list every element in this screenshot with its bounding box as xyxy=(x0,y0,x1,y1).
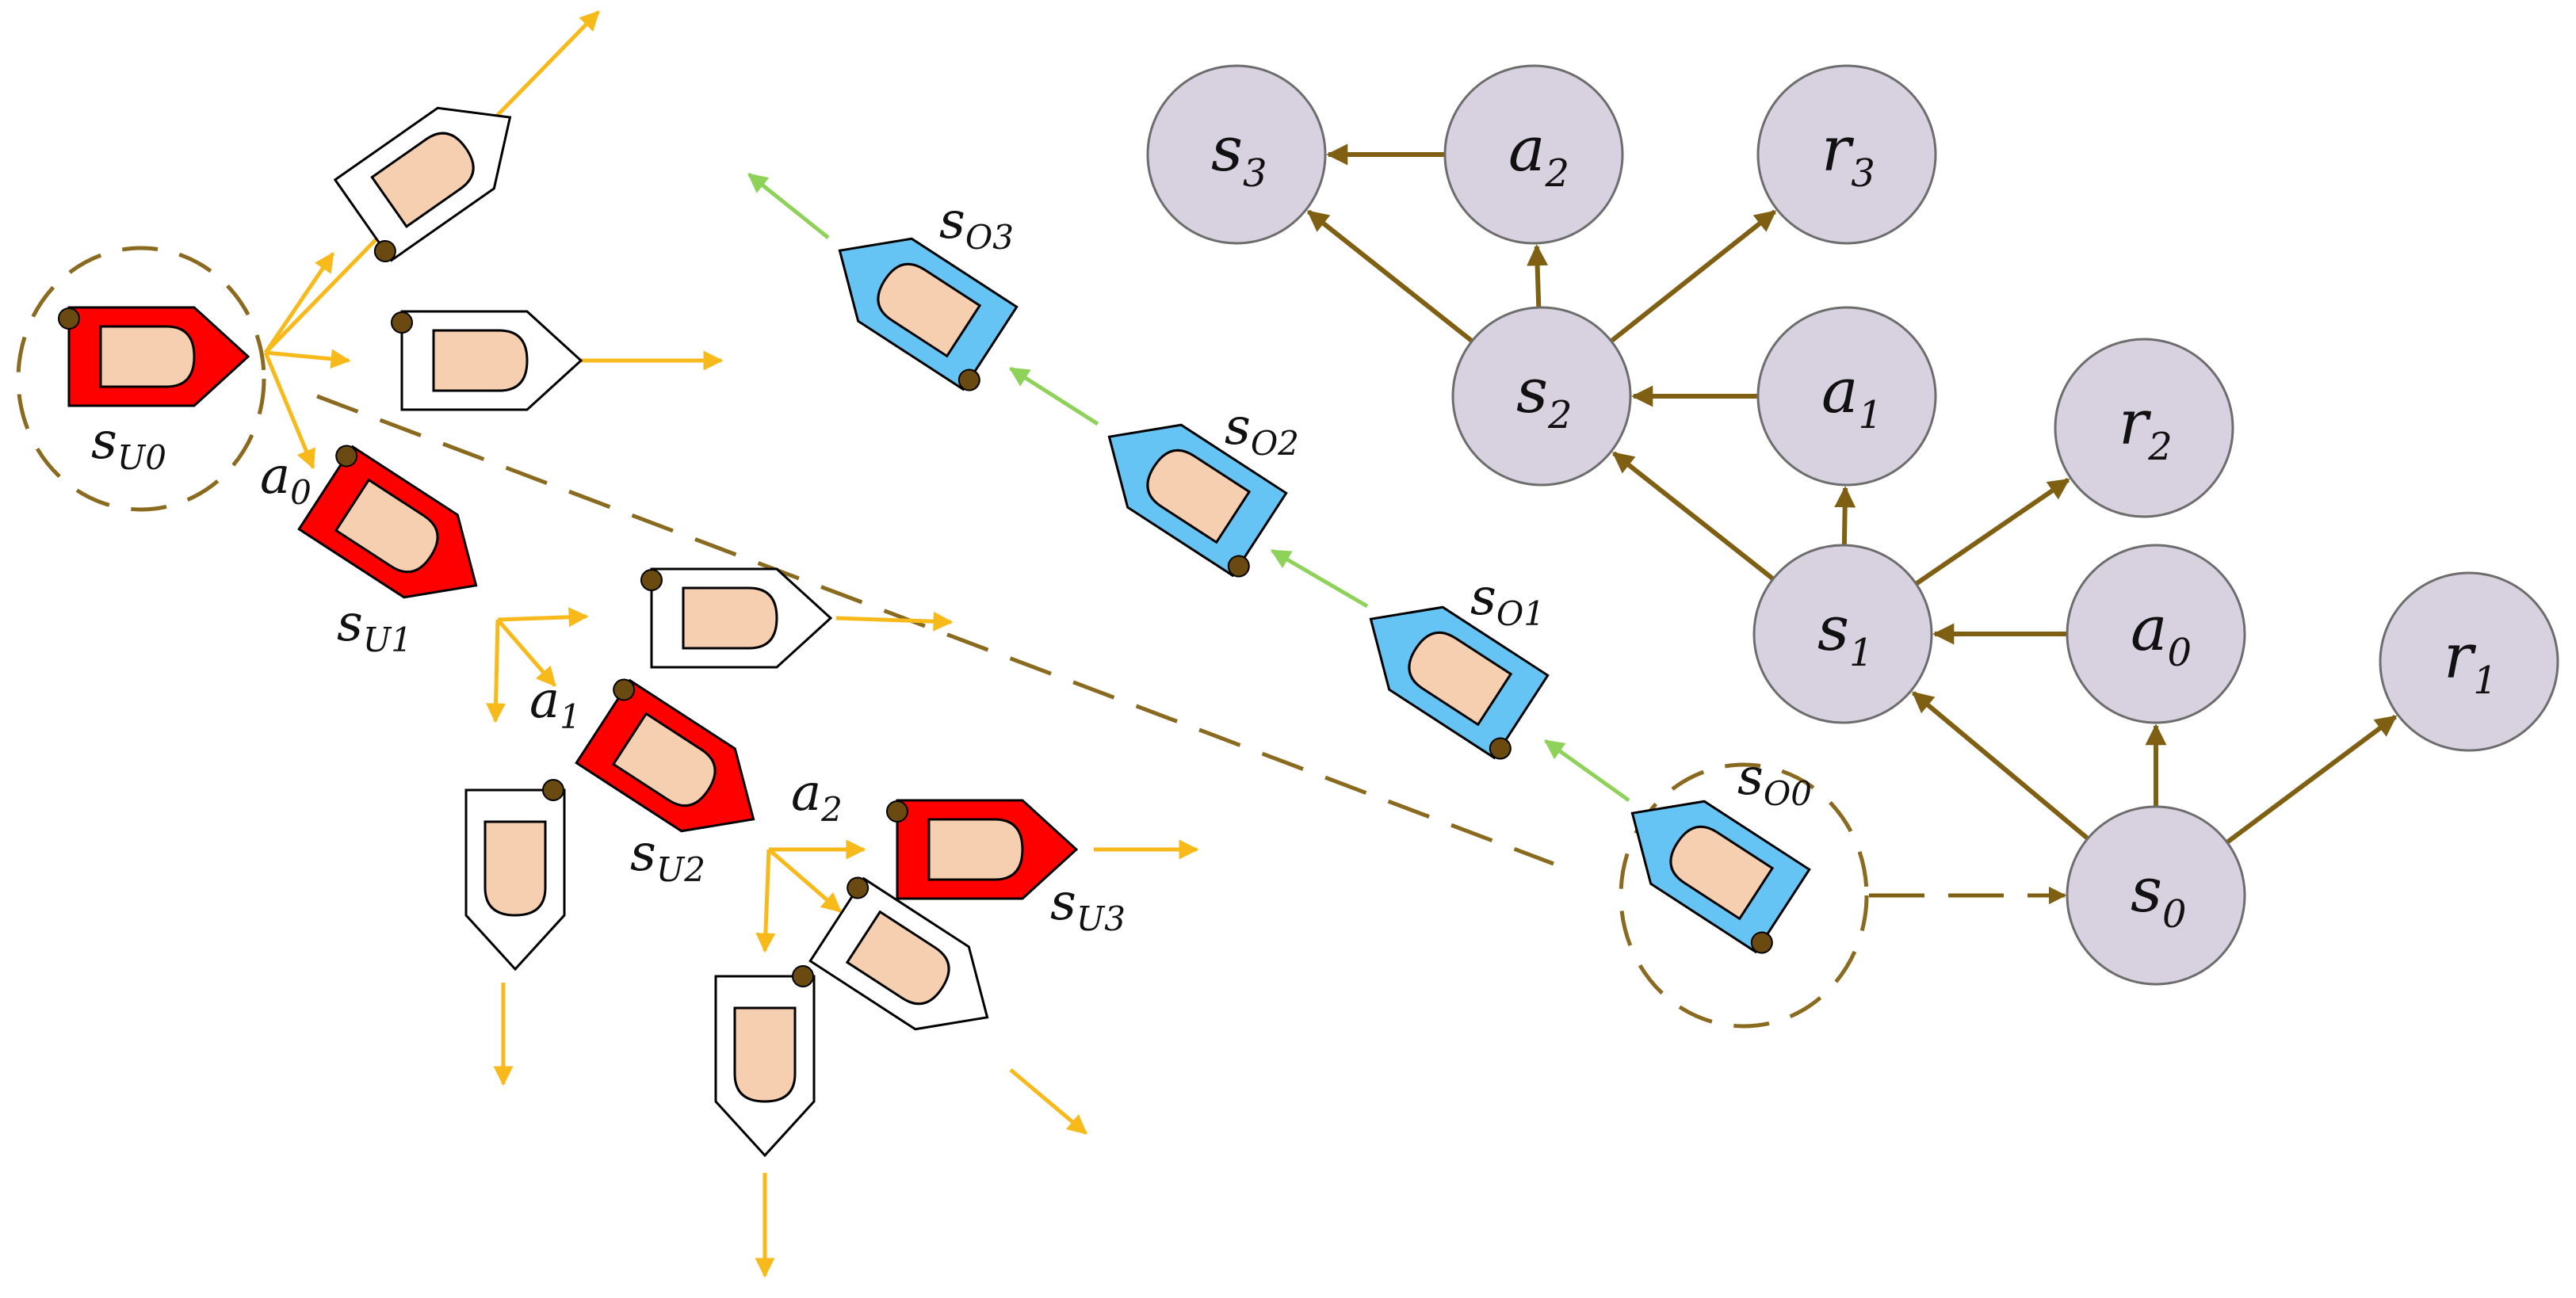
node-s0: s0 xyxy=(2066,805,2246,986)
svg-text:s0: s0 xyxy=(2131,855,2187,937)
action-arrow xyxy=(835,611,954,632)
state-label-so0: sO0 xyxy=(1737,748,1812,813)
svg-text:a1: a1 xyxy=(1821,356,1882,437)
blue-boat-icon xyxy=(1107,423,1288,578)
vessels xyxy=(58,106,1811,1158)
obstacle-motion-arrow xyxy=(747,173,830,239)
blue-boat-icon xyxy=(1630,800,1811,954)
action-arrow xyxy=(755,849,776,953)
action-arrow xyxy=(496,618,556,687)
node-a1: a1 xyxy=(1756,306,1937,487)
svg-text:r3: r3 xyxy=(1821,114,1875,196)
node-a2: a2 xyxy=(1443,64,1624,245)
state-label-so1: sO1 xyxy=(1470,568,1545,633)
white-boat-icon xyxy=(714,965,816,1158)
dashed-links xyxy=(16,246,2067,1029)
action-arrow xyxy=(767,848,842,913)
node-r1: r1 xyxy=(2379,571,2559,752)
node-s1: s1 xyxy=(1752,544,1933,724)
obstacle-motion-arrow xyxy=(1270,548,1369,609)
obstacle-ship-focus-circle xyxy=(1619,762,1869,1029)
edge-s2-r3 xyxy=(1609,209,1777,343)
node-r2: r2 xyxy=(2054,338,2234,518)
red-boat-icon xyxy=(575,678,755,833)
edge-s1-a1 xyxy=(1834,486,1856,546)
blue-boat-icon xyxy=(838,237,1019,391)
edge-s0-r1 xyxy=(2225,715,2398,845)
edge-s1-s2 xyxy=(1611,451,1775,581)
node-r3: r3 xyxy=(1756,64,1937,245)
action-arrow xyxy=(265,349,351,369)
state-link-dashed-line xyxy=(316,394,1554,866)
white-boat-icon xyxy=(333,106,512,263)
white-boat-icon xyxy=(391,310,583,411)
svg-text:a2: a2 xyxy=(1508,114,1569,196)
red-boat-icon xyxy=(297,445,478,599)
action-arrow xyxy=(263,352,315,470)
svg-text:a0: a0 xyxy=(2131,594,2192,675)
state-label-su3: sU3 xyxy=(1050,873,1126,938)
graph-edges xyxy=(1306,143,2398,845)
own-ship-focus-circle xyxy=(16,246,266,512)
own-ship-labels: sU0 sU1 sU2 sU3 a0 a1 a2 xyxy=(91,412,1126,938)
obstacle-ship-labels: sO0 sO1 sO2 sO3 xyxy=(939,192,1812,813)
node-a0: a0 xyxy=(2066,544,2246,724)
white-boat-icon xyxy=(640,567,833,669)
node-s2: s2 xyxy=(1451,306,1632,487)
action-arrow xyxy=(497,607,589,628)
action-label-a1: a1 xyxy=(529,671,581,736)
state-label-so2: sO2 xyxy=(1225,398,1299,463)
state-label-so3: sO3 xyxy=(939,192,1014,257)
svg-text:r1: r1 xyxy=(2444,621,2498,703)
edge-s2-s3 xyxy=(1306,209,1474,343)
svg-text:s3: s3 xyxy=(1211,114,1267,196)
action-arrow xyxy=(486,619,506,723)
action-label-a0: a0 xyxy=(260,447,311,512)
action-arrow xyxy=(263,251,335,354)
state-label-su2: sU2 xyxy=(630,824,705,889)
edge-s1-r2 xyxy=(1914,478,2070,586)
action-arrows xyxy=(263,10,1199,1278)
blue-boat-icon xyxy=(1369,605,1550,760)
edge-s2-a2 xyxy=(1527,244,1549,308)
white-boat-icon xyxy=(808,876,989,1031)
red-boat-icon xyxy=(58,306,250,407)
edge-s0-s1 xyxy=(1911,691,2089,841)
graph-nodes: s3 a2 r3 s2 a1 r2 s1 a0 r1 s0 xyxy=(1146,64,2559,986)
obstacle-motion-arrows xyxy=(747,173,1630,803)
obstacle-motion-arrow xyxy=(1008,366,1099,426)
red-boat-icon xyxy=(886,799,1079,900)
svg-text:s1: s1 xyxy=(1817,594,1874,675)
action-label-a2: a2 xyxy=(791,764,843,829)
svg-text:r2: r2 xyxy=(2119,387,2173,469)
node-s3: s3 xyxy=(1146,64,1327,245)
obstacle-motion-arrow xyxy=(1543,739,1630,803)
state-label-su1: sU1 xyxy=(337,594,412,659)
svg-text:s2: s2 xyxy=(1516,356,1573,437)
action-arrow xyxy=(1009,1068,1087,1135)
white-boat-icon xyxy=(464,779,566,972)
state-label-su0: sU0 xyxy=(91,412,166,477)
